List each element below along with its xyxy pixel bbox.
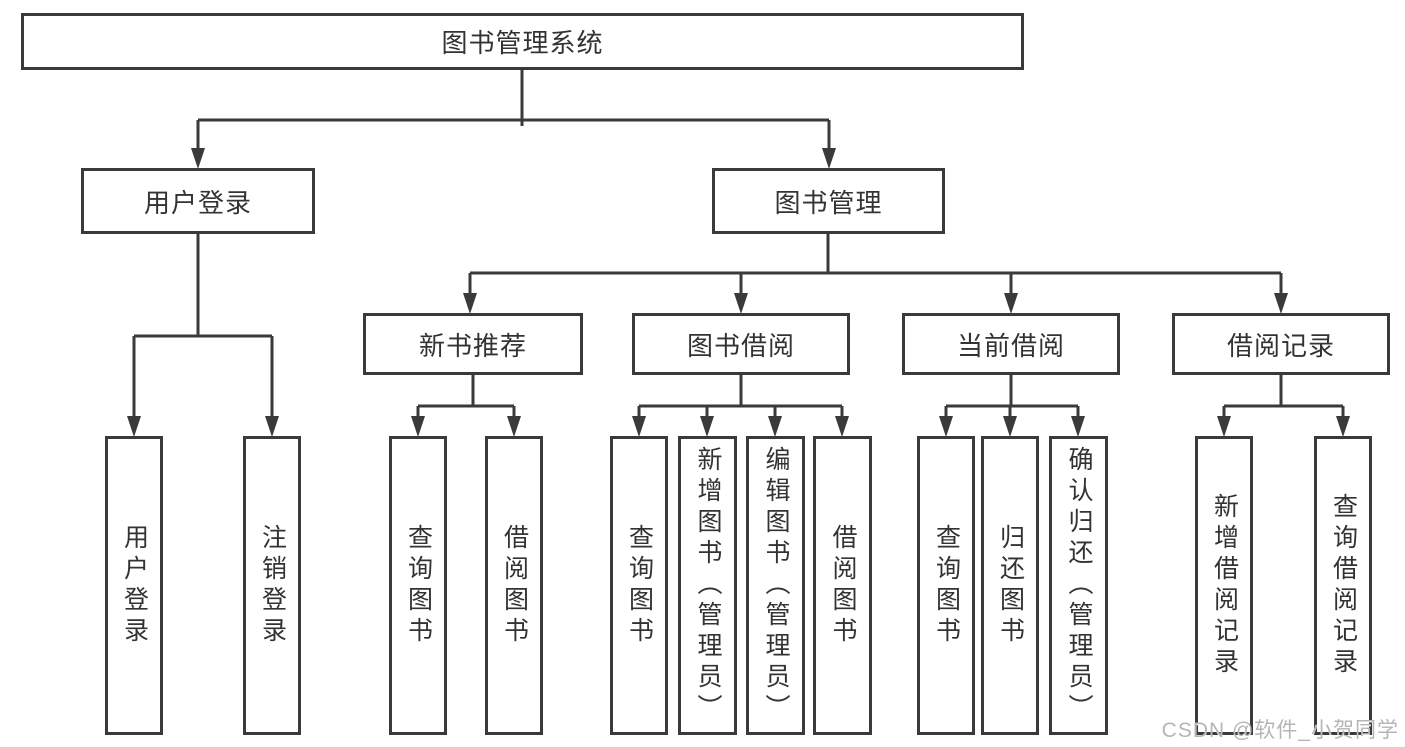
node-current-borrowing: 当前借阅 <box>902 313 1120 375</box>
node-user-login: 用户登录 <box>81 168 315 234</box>
leaf-edit-book-admin: 编辑图书（管理员） <box>746 436 805 735</box>
node-new-book-recommend: 新书推荐 <box>363 313 583 375</box>
leaf-borrow-books-recommend: 借阅图书 <box>485 436 543 735</box>
node-borrow-records: 借阅记录 <box>1172 313 1390 375</box>
leaf-query-borrow-record: 查询借阅记录 <box>1314 436 1372 735</box>
node-book-borrowing: 图书借阅 <box>632 313 850 375</box>
leaf-user-login: 用户登录 <box>105 436 163 735</box>
arrowhead-icons <box>127 148 1350 437</box>
leaf-borrow-books-borrowing: 借阅图书 <box>813 436 872 735</box>
node-book-management: 图书管理 <box>712 168 945 234</box>
leaf-confirm-return-admin: 确认归还（管理员） <box>1049 436 1108 735</box>
leaf-logout: 注销登录 <box>243 436 301 735</box>
node-root-system: 图书管理系统 <box>21 13 1024 70</box>
leaf-query-books-current: 查询图书 <box>917 436 975 735</box>
leaf-add-book-admin: 新增图书（管理员） <box>678 436 737 735</box>
watermark: CSDN @软件_小贺同学 <box>1161 719 1399 742</box>
leaf-return-books: 归还图书 <box>981 436 1039 735</box>
leaf-query-books-borrowing: 查询图书 <box>610 436 668 735</box>
leaf-query-books-recommend: 查询图书 <box>389 436 447 735</box>
leaf-add-borrow-record: 新增借阅记录 <box>1195 436 1253 735</box>
